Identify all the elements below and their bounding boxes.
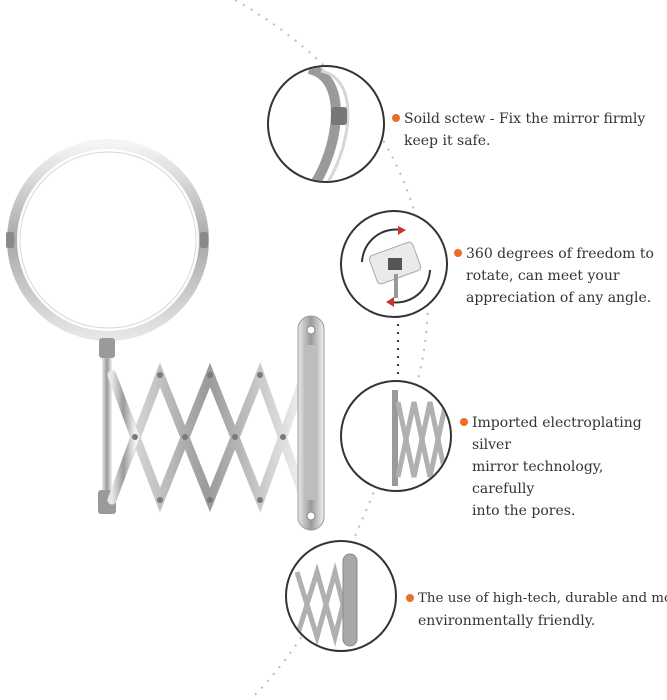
feature-line: rotate, can meet your	[466, 268, 620, 284]
feature-text-rotation: 360 degrees of freedom to rotate, can me…	[466, 243, 666, 309]
bullet-dot	[460, 418, 468, 426]
detail-circle-arm	[340, 380, 452, 492]
mirror-product-image	[6, 139, 325, 531]
feature-line: Imported electroplating silver	[472, 415, 642, 453]
bullet-dot	[406, 594, 414, 602]
feature-line: Soild sctew - Fix the mirror firmly	[404, 111, 646, 127]
detail-circle-plate	[285, 540, 397, 652]
feature-line: mirror technology, carefully	[472, 459, 604, 497]
feature-line: into the pores.	[472, 503, 576, 519]
feature-text-screw: Soild sctew - Fix the mirror firmly keep…	[404, 108, 664, 152]
detail-circle-rotation	[340, 210, 448, 318]
bullet-dot	[392, 114, 400, 122]
feature-line: keep it safe.	[404, 133, 491, 149]
feature-text-silver: Imported electroplating silver mirror te…	[472, 412, 667, 522]
bullet-dot	[454, 249, 462, 257]
feature-line: environmentally friendly.	[418, 613, 596, 629]
feature-line: 360 degrees of freedom to	[466, 246, 654, 262]
feature-line: appreciation of any angle.	[466, 290, 652, 306]
feature-line: The use of high-tech, durable and more	[418, 591, 667, 606]
detail-circle-screw	[267, 65, 385, 183]
feature-text-durable: The use of high-tech, durable and more e…	[418, 588, 667, 632]
